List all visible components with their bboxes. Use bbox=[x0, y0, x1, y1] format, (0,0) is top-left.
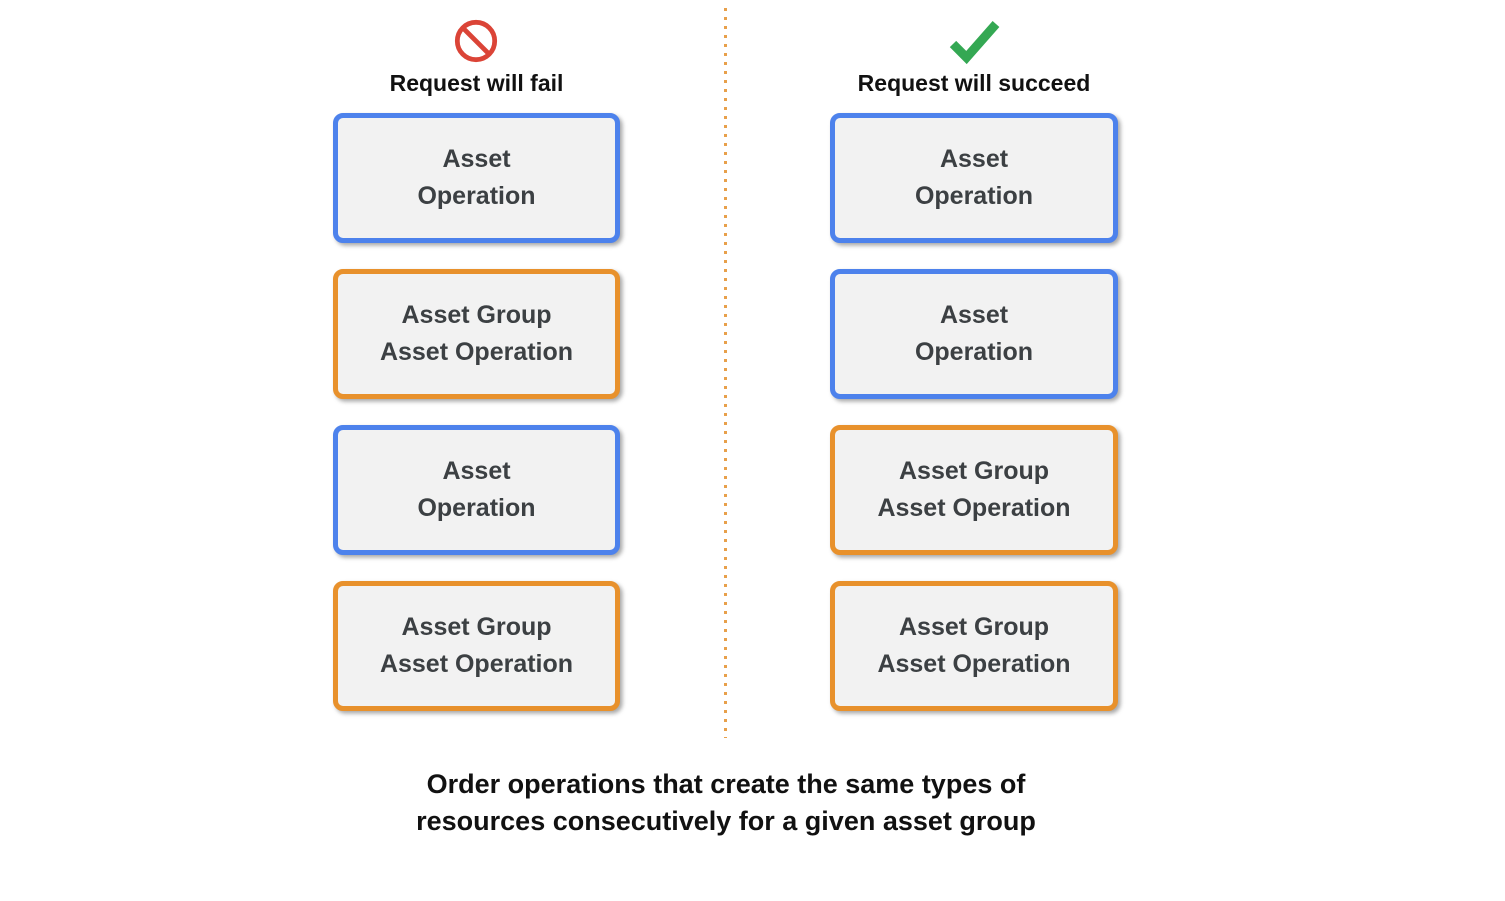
box-label-line: Asset Operation bbox=[379, 650, 574, 678]
fail-column: Request will fail Asset Operation Asset … bbox=[333, 16, 620, 711]
box-label-line: Operation bbox=[914, 182, 1034, 210]
caption-line-2: resources consecutively for a given asse… bbox=[416, 806, 1036, 836]
box-label-line: Asset bbox=[442, 457, 511, 485]
succeed-column: Request will succeed Asset Operation Ass… bbox=[830, 16, 1118, 711]
prohibited-icon bbox=[453, 16, 499, 66]
box-label-line: Asset bbox=[442, 145, 511, 173]
box-label-line: Operation bbox=[914, 338, 1034, 366]
fail-column-boxes: Asset Operation Asset Group Asset Operat… bbox=[333, 113, 620, 711]
succeed-column-boxes: Asset Operation Asset Operation Asset Gr… bbox=[830, 113, 1118, 711]
box-asset-group-asset-operation: Asset Group Asset Operation bbox=[830, 581, 1118, 711]
box-asset-group-asset-operation: Asset Group Asset Operation bbox=[830, 425, 1118, 555]
box-asset-operation: Asset Operation bbox=[333, 113, 620, 243]
fail-column-title: Request will fail bbox=[389, 70, 564, 96]
box-label-line: Asset Group bbox=[898, 457, 1050, 485]
box-label-line: Asset Group bbox=[401, 613, 552, 641]
box-label-line: Asset Operation bbox=[877, 494, 1071, 522]
box-asset-operation: Asset Operation bbox=[830, 269, 1118, 399]
box-label-line: Asset Operation bbox=[877, 650, 1071, 678]
caption-line-1: Order operations that create the same ty… bbox=[426, 769, 1026, 799]
checkmark-icon bbox=[944, 16, 1004, 66]
box-label-line: Operation bbox=[417, 494, 536, 522]
box-asset-operation: Asset Operation bbox=[333, 425, 620, 555]
diagram-caption: Order operations that create the same ty… bbox=[0, 766, 1452, 840]
box-label-line: Operation bbox=[417, 182, 536, 210]
box-asset-group-asset-operation: Asset Group Asset Operation bbox=[333, 269, 620, 399]
box-asset-operation: Asset Operation bbox=[830, 113, 1118, 243]
succeed-column-title: Request will succeed bbox=[857, 70, 1091, 96]
box-label-line: Asset Group bbox=[898, 613, 1050, 641]
column-divider bbox=[724, 8, 727, 738]
box-label-line: Asset bbox=[939, 301, 1009, 329]
succeed-column-header: Request will succeed bbox=[857, 16, 1091, 113]
box-label-line: Asset Group bbox=[401, 301, 552, 329]
box-asset-group-asset-operation: Asset Group Asset Operation bbox=[333, 581, 620, 711]
box-label-line: Asset bbox=[939, 145, 1009, 173]
box-label-line: Asset Operation bbox=[379, 338, 574, 366]
fail-column-header: Request will fail bbox=[389, 16, 564, 113]
